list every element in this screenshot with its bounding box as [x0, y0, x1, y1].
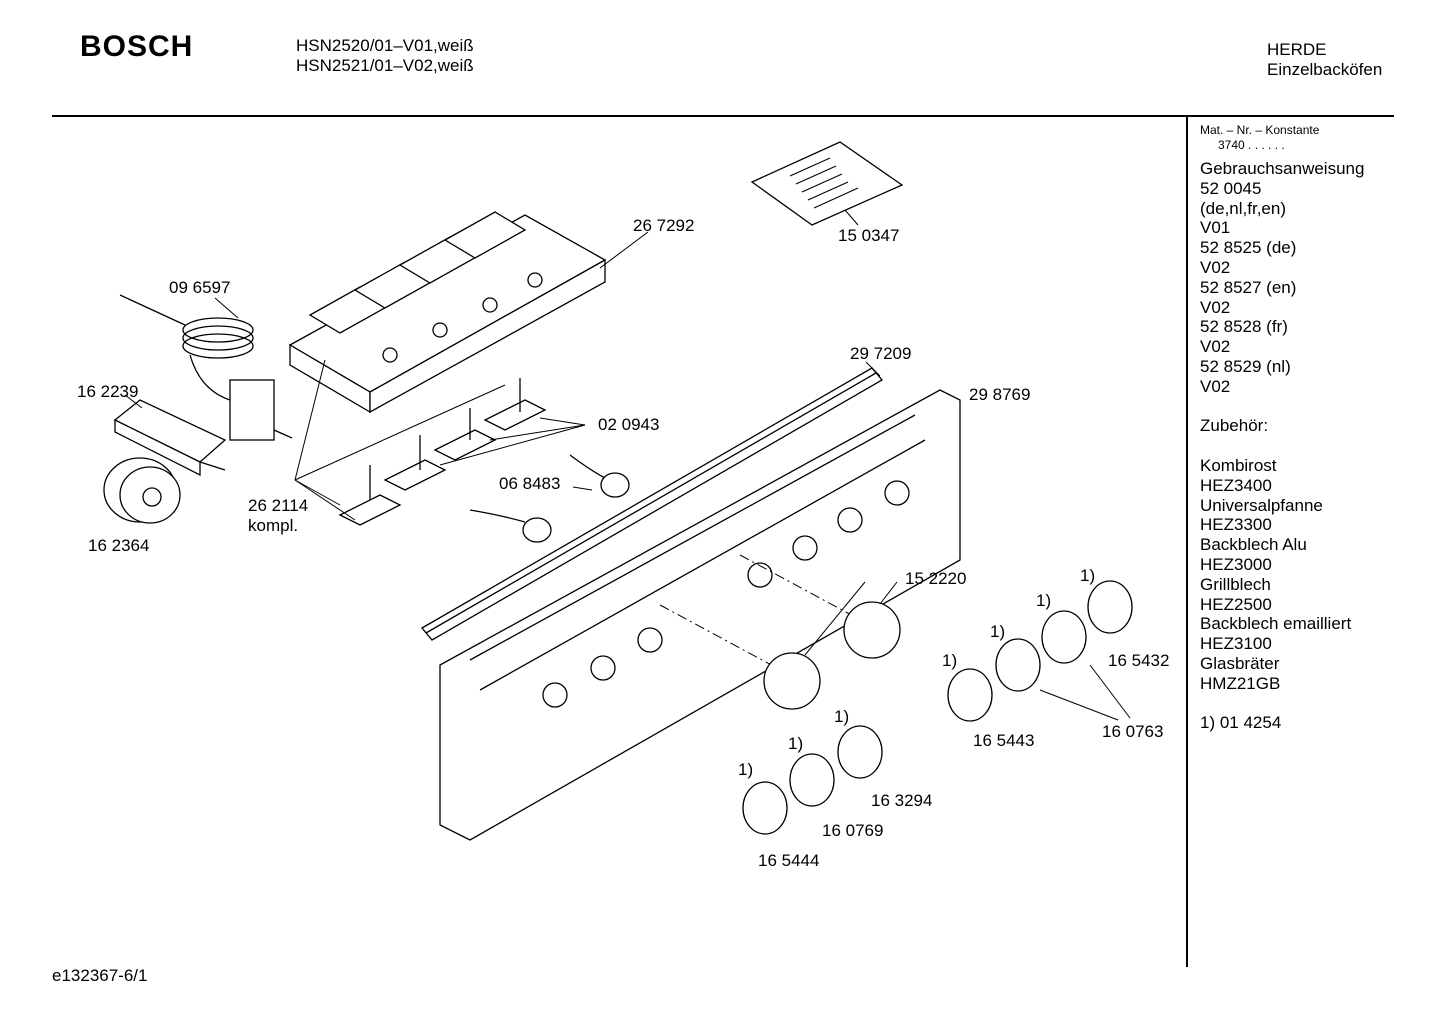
label-068483: 06 8483 — [499, 474, 560, 493]
sidebar-line: Backblech emailliert — [1200, 614, 1352, 634]
sidebar-line: 52 8525 (de) — [1200, 238, 1297, 258]
selector-switch — [113, 399, 227, 477]
label-262114-kompl: kompl. — [248, 516, 298, 535]
label-160763: 16 0763 — [1102, 722, 1163, 741]
category: HERDE Einzelbacköfen — [1267, 40, 1382, 80]
label-165443: 16 5443 — [973, 731, 1034, 750]
label-165444: 16 5444 — [758, 851, 819, 870]
label-262114: 26 2114 — [248, 496, 308, 515]
trim-strip — [421, 367, 883, 641]
sidebar-line: Universalpfanne — [1200, 495, 1323, 515]
label-297209: 29 7209 — [850, 344, 911, 363]
model-2: HSN2521/01–V02,weiß — [296, 56, 474, 75]
model-list: HSN2520/01–V01,weiß HSN2521/01–V02,weiß — [296, 36, 474, 76]
footnote-marker: 1) — [942, 651, 957, 670]
brand-logo: BOSCH — [80, 30, 194, 63]
sidebar-line: (de,nl,fr,en) — [1200, 198, 1286, 218]
sidebar-line: HEZ3100 — [1200, 634, 1272, 654]
sidebar-spacer — [1200, 694, 1364, 714]
label-267292: 26 7292 — [633, 216, 694, 235]
parts-sidebar: Mat. – Nr. – Konstante 3740 . . . . . . … — [1200, 123, 1364, 733]
sidebar-line: Glasbräter — [1200, 653, 1280, 673]
indicator-lamps — [469, 454, 630, 543]
sidebar-line: V02 — [1200, 297, 1231, 317]
knobs-right — [947, 580, 1133, 722]
label-152220: 15 2220 — [905, 569, 966, 588]
sidebar-line: 52 8529 (nl) — [1200, 356, 1291, 376]
sidebar-line: HEZ3400 — [1200, 475, 1272, 495]
sidebar-line: 1) 01 4254 — [1200, 713, 1282, 733]
sidebar-line: 52 8527 (en) — [1200, 277, 1297, 297]
control-panel — [439, 389, 961, 841]
switch-bracket — [288, 211, 607, 414]
sidebar-line: V01 — [1200, 218, 1231, 238]
panel-clips — [659, 554, 901, 710]
header-rule — [52, 115, 1394, 117]
sidebar-line: HEZ2500 — [1200, 594, 1272, 614]
sidebar-line: V02 — [1200, 337, 1231, 357]
footnote-marker: 1) — [1080, 566, 1095, 585]
category-sub: Einzelbacköfen — [1267, 60, 1383, 79]
footnote-marker: 1) — [990, 622, 1005, 641]
sidebar-line: HMZ21GB — [1200, 673, 1281, 693]
label-160769: 16 0769 — [822, 821, 883, 840]
label-162364: 16 2364 — [88, 536, 149, 555]
sidebar-line: V02 — [1200, 257, 1231, 277]
label-162239: 16 2239 — [77, 382, 138, 401]
sidebar-rule — [1186, 117, 1188, 967]
sidebar-line: Gebrauchsanweisung — [1200, 159, 1365, 178]
knob-base — [103, 457, 181, 524]
sidebar-line: HEZ3300 — [1200, 515, 1272, 535]
footnote-marker: 1) — [1036, 591, 1051, 610]
model-1: HSN2520/01–V01,weiß — [296, 36, 474, 55]
sidebar-spacer — [1200, 397, 1364, 417]
label-163294: 16 3294 — [871, 791, 932, 810]
footnote-marker: 1) — [834, 707, 849, 726]
exploded-diagram: 26 7292 15 0347 09 6597 16 2239 16 2364 … — [77, 141, 1169, 870]
sidebar-line: HEZ3000 — [1200, 554, 1272, 574]
sidebar-line: Kombirost — [1200, 455, 1277, 475]
knobs-lower — [742, 725, 883, 835]
mat-value: 3740 . . . . . . — [1218, 138, 1285, 152]
sidebar-line: Grillblech — [1200, 574, 1271, 594]
sidebar-line: 52 0045 — [1200, 178, 1262, 198]
label-298769: 29 8769 — [969, 385, 1030, 404]
drawing-reference: e132367-6/1 — [52, 966, 148, 985]
footnote-marker: 1) — [788, 734, 803, 753]
sidebar-line: Zubehör: — [1200, 416, 1269, 436]
mat-header: Mat. – Nr. – Konstante — [1200, 123, 1320, 137]
sidebar-spacer — [1200, 436, 1364, 456]
sidebar-line: V02 — [1200, 376, 1231, 396]
label-020943: 02 0943 — [598, 415, 659, 434]
label-096597: 09 6597 — [169, 278, 230, 297]
lamp-holders — [338, 378, 547, 526]
label-165432: 16 5432 — [1108, 651, 1169, 670]
thermostat-capillary — [119, 294, 293, 441]
sidebar-line: Backblech Alu — [1200, 535, 1307, 555]
label-150347: 15 0347 — [838, 226, 899, 245]
category-main: HERDE — [1267, 40, 1327, 59]
footnote-marker: 1) — [738, 760, 753, 779]
screw-bag — [750, 141, 904, 226]
sidebar-line: 52 8528 (fr) — [1200, 317, 1288, 337]
